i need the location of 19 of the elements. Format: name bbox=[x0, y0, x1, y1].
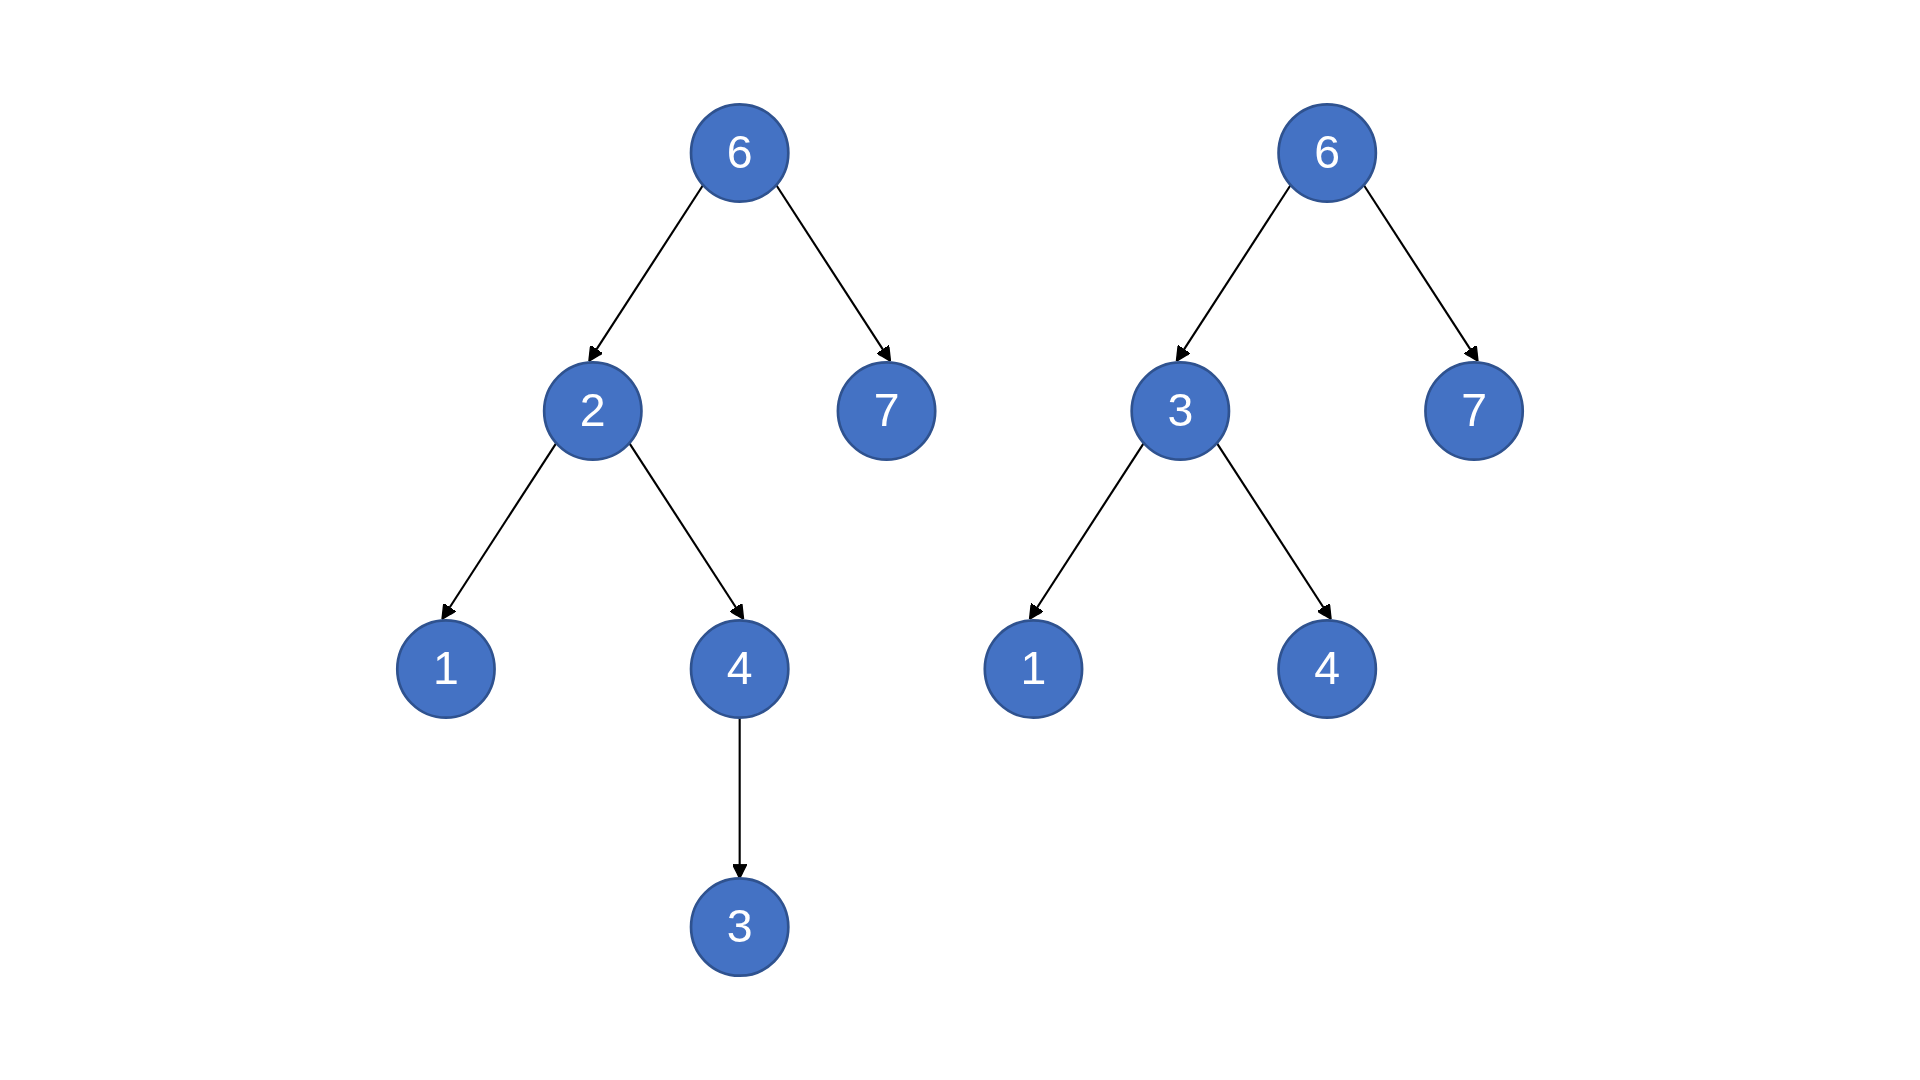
arrow bbox=[1362, 184, 1479, 362]
node-circle: 6 bbox=[1277, 102, 1378, 203]
arrow bbox=[1175, 184, 1292, 362]
node-circle: 3 bbox=[689, 877, 790, 978]
arrow bbox=[1215, 442, 1332, 620]
node-circle: 7 bbox=[836, 361, 937, 461]
node-circle: 7 bbox=[1424, 361, 1525, 461]
node-circle: 4 bbox=[1277, 619, 1378, 719]
node-circle: 2 bbox=[542, 361, 643, 461]
node-circle: 1 bbox=[983, 619, 1084, 719]
arrow bbox=[1028, 442, 1145, 620]
node-circle: 4 bbox=[689, 619, 790, 719]
arrow bbox=[588, 184, 705, 362]
node-circle: 6 bbox=[689, 102, 790, 203]
arrow bbox=[628, 442, 745, 620]
node-circle: 1 bbox=[395, 619, 496, 719]
arrow bbox=[775, 184, 892, 362]
node-circle: 3 bbox=[1130, 361, 1231, 461]
arrow bbox=[441, 442, 558, 620]
